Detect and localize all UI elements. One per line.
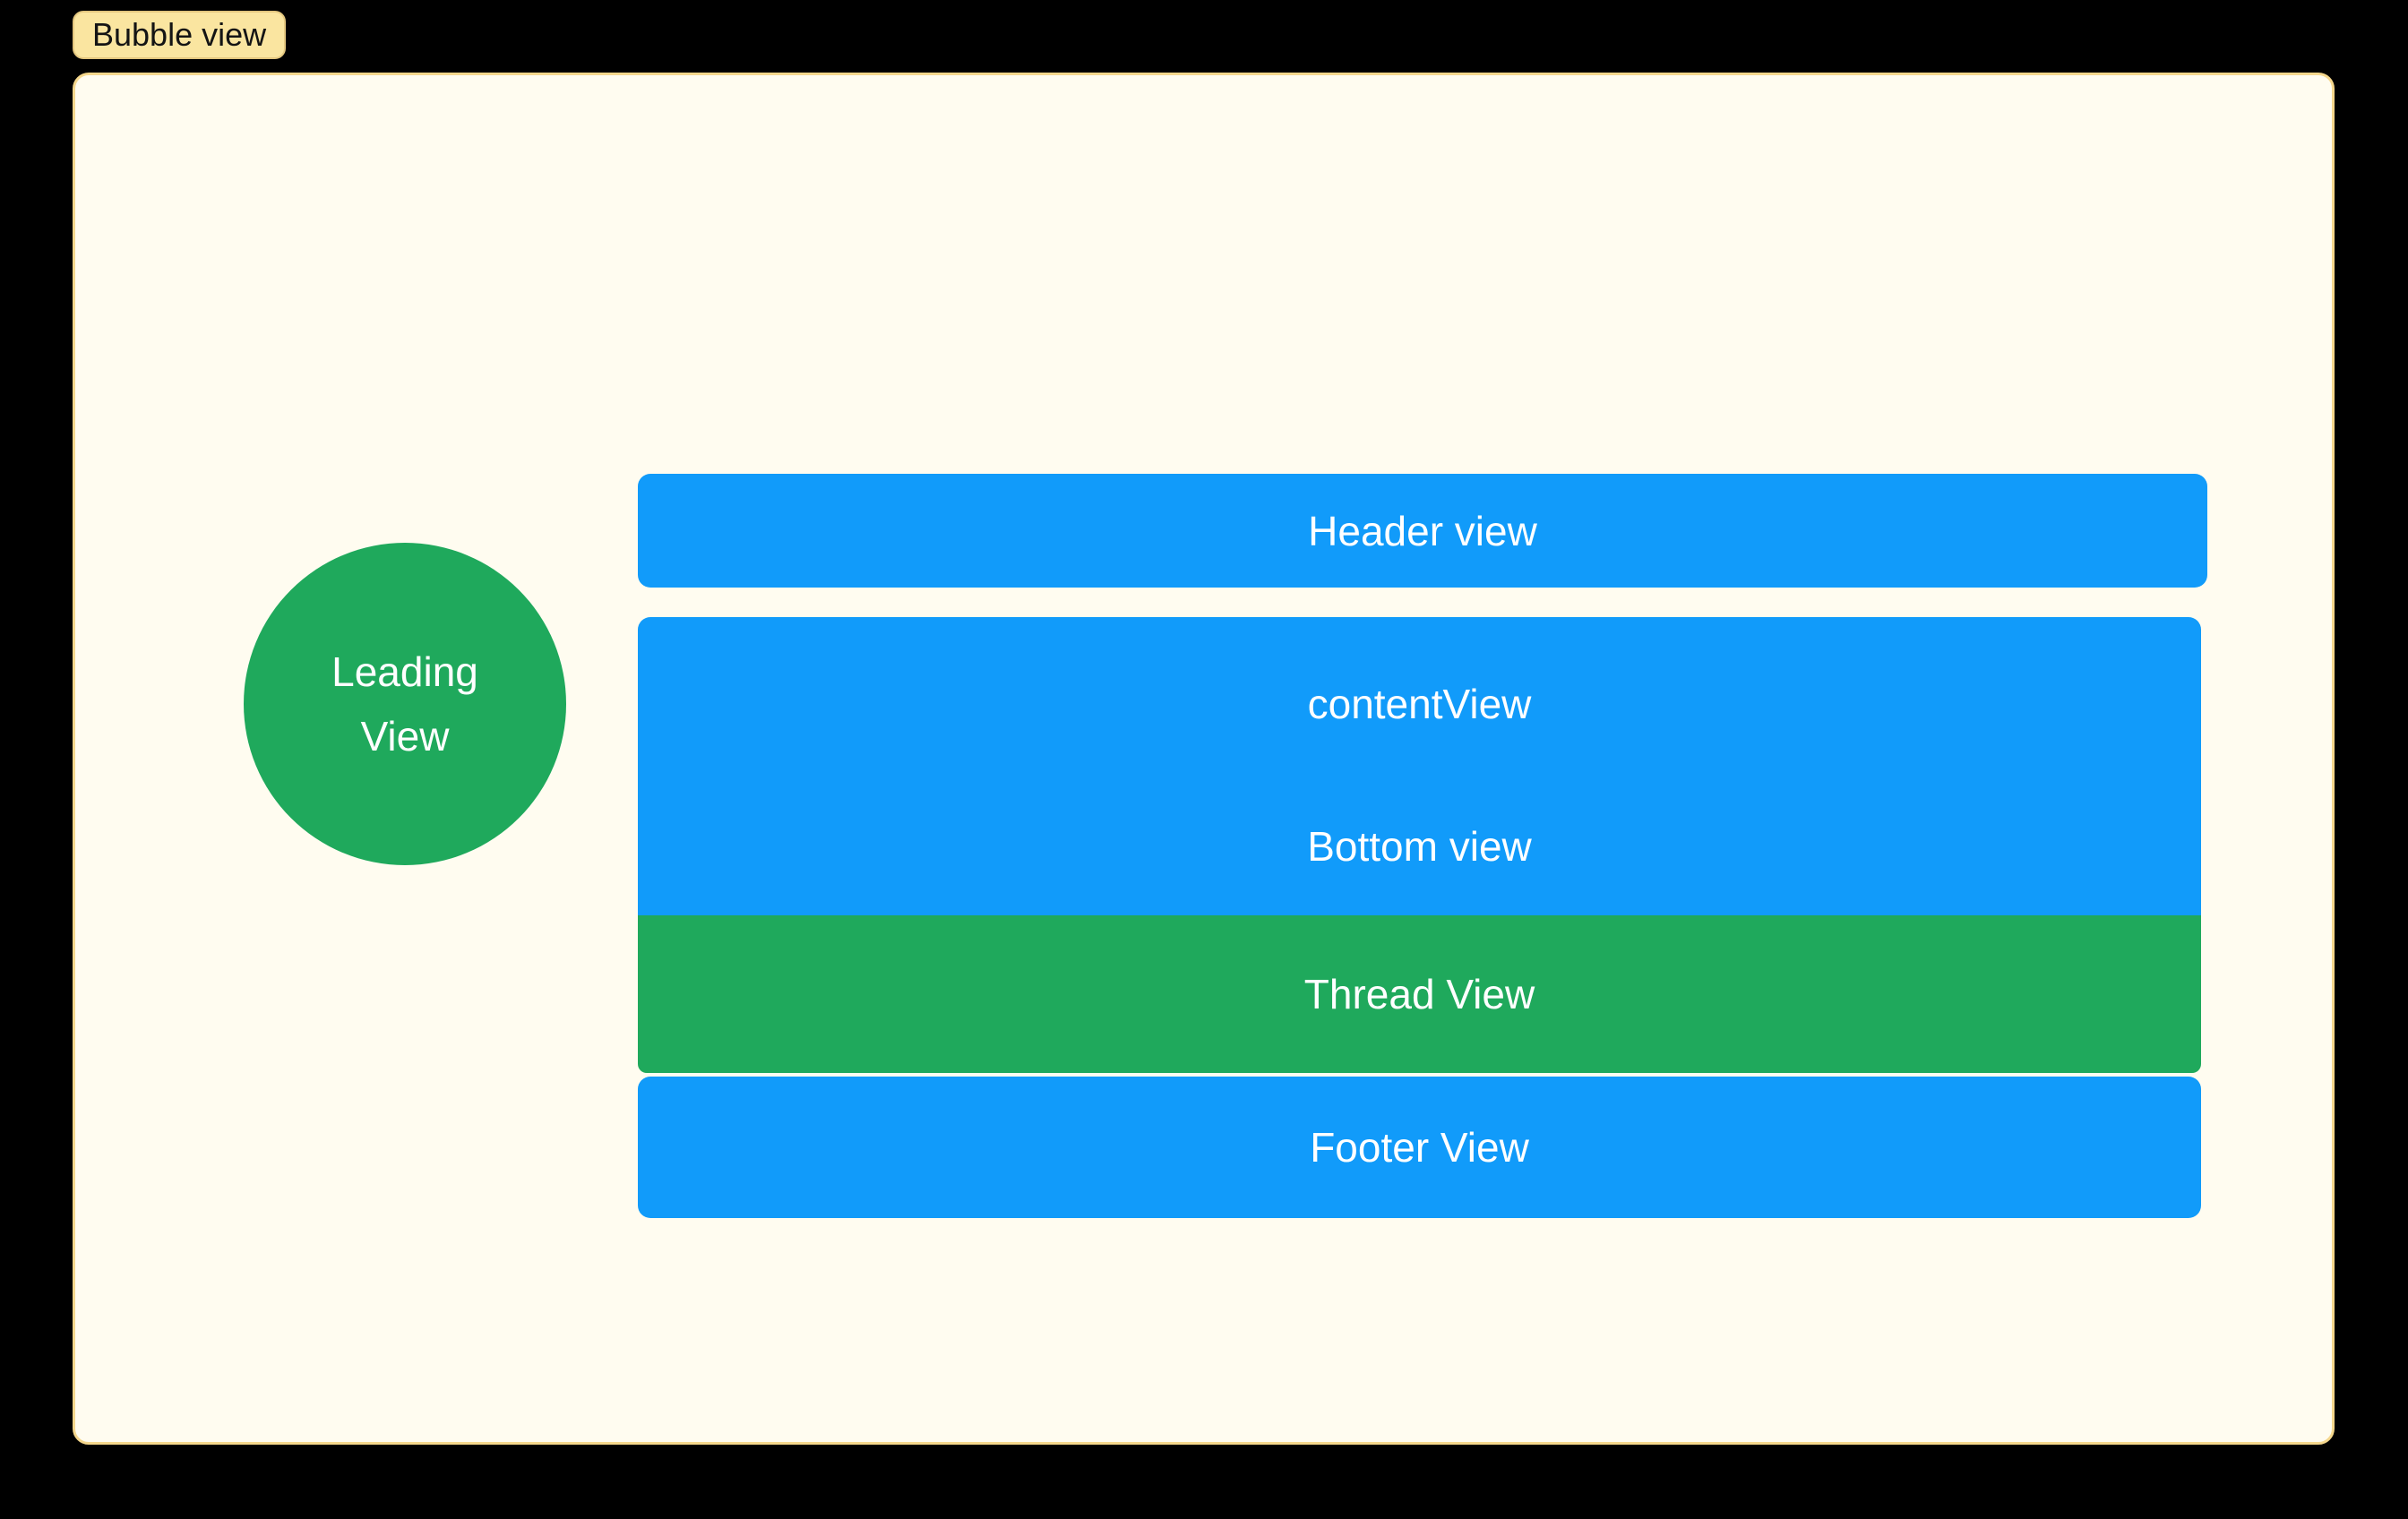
content-view-bar: contentView Bottom view — [638, 617, 2201, 915]
header-view-bar: Header view — [638, 474, 2207, 588]
leading-view-label-line2: View — [360, 713, 450, 760]
header-view-label: Header view — [1308, 507, 1537, 554]
leading-view-label: Leading View — [331, 639, 478, 768]
leading-view-circle: Leading View — [244, 543, 566, 865]
bubble-view-tag-label: Bubble view — [92, 16, 267, 53]
thread-view-bar: Thread View — [638, 915, 2201, 1073]
footer-view-bar: Footer View — [638, 1077, 2201, 1218]
content-view-label: contentView — [1307, 681, 1532, 727]
leading-view-label-line1: Leading — [331, 648, 478, 695]
thread-view-label: Thread View — [1303, 971, 1535, 1017]
bubble-view-tag: Bubble view — [73, 11, 287, 59]
footer-view-label: Footer View — [1310, 1124, 1529, 1171]
bottom-view-bar: Bottom view — [638, 777, 2201, 915]
bottom-view-label: Bottom view — [1307, 823, 1532, 870]
